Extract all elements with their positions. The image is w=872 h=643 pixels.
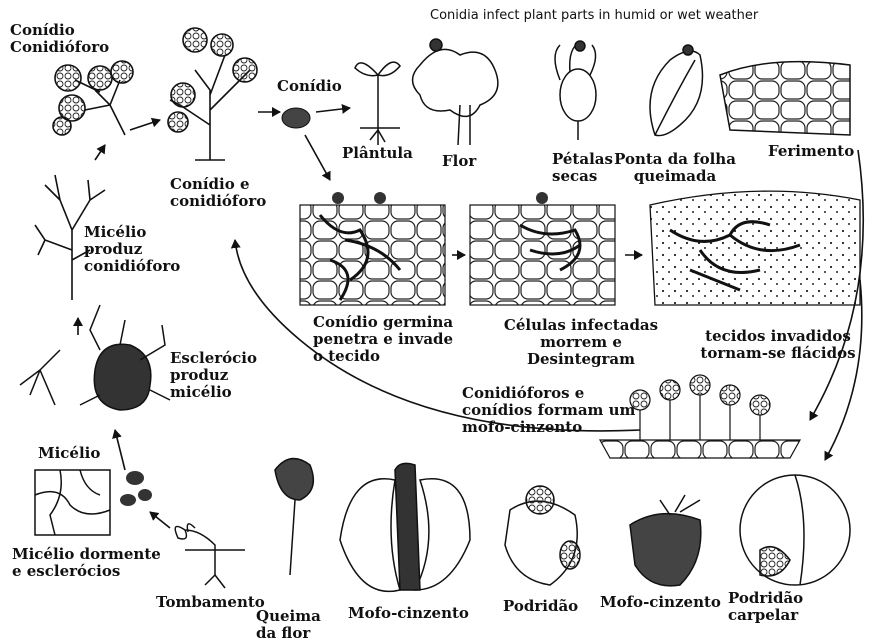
conidiophore-illustration bbox=[53, 61, 133, 135]
label-petalas-secas: Pétalas secas bbox=[552, 151, 613, 185]
arrow-to-fruit bbox=[825, 280, 862, 460]
infection-section-1 bbox=[300, 192, 445, 305]
dry-petals-illustration bbox=[555, 41, 596, 140]
damping-off-illustration bbox=[175, 524, 245, 588]
label-conidioforos-mofo: Conidióforos e conídios formam um mofo-c… bbox=[462, 385, 635, 436]
conidium-illustration bbox=[282, 108, 310, 128]
label-ponta-folha: Ponta da folha queimada bbox=[610, 151, 740, 185]
sclerotia-illustration bbox=[120, 471, 152, 506]
central-conidiophore-illustration bbox=[168, 28, 257, 160]
label-podridao: Podridão bbox=[503, 598, 578, 615]
dormant-mycelium-illustration bbox=[35, 470, 110, 535]
gray-mold-flower-illustration bbox=[340, 463, 470, 591]
arrow-tombamento bbox=[150, 512, 170, 528]
label-flor: Flor bbox=[442, 153, 476, 170]
label-micelio-produz: Micélio produz conidióforo bbox=[84, 224, 180, 275]
label-podridao-carpelar: Podridão carpelar bbox=[728, 590, 872, 624]
label-conidio-germina: Conídio germina penetra e invade o tecid… bbox=[313, 314, 453, 365]
cycle-arrows bbox=[78, 108, 863, 528]
arrow-to-seedling bbox=[316, 108, 350, 112]
label-queima-flor: Queima da flor bbox=[256, 608, 321, 642]
arrow-mycelium-up bbox=[95, 145, 105, 160]
label-tecidos-invadidos: tecidos invadidos tornam-se flácidos bbox=[698, 328, 858, 362]
sclerotium-illustration bbox=[80, 305, 170, 410]
label-micelio: Micélio bbox=[38, 445, 100, 462]
infection-section-3 bbox=[650, 191, 860, 305]
arrow-to-conidiophore bbox=[130, 120, 160, 130]
fruit-rot-illustration bbox=[740, 475, 850, 585]
label-esclerocio-produz: Esclerócio produz micélio bbox=[170, 350, 257, 401]
label-mofo-cinzento-2: Mofo-cinzento bbox=[600, 594, 721, 611]
strawberry-illustration bbox=[630, 495, 701, 586]
arrow-to-section bbox=[305, 135, 330, 180]
infection-section-2 bbox=[470, 192, 615, 305]
arrow-sclerotium-up bbox=[115, 430, 125, 470]
label-conidio: Conídio bbox=[277, 78, 342, 95]
leaf-illustration bbox=[650, 45, 703, 136]
label-micelio-dormente: Micélio dormente e esclerócios bbox=[12, 546, 161, 580]
label-celulas-infectadas: Células infectadas morrem e Desintegram bbox=[486, 317, 676, 368]
rot-bud-illustration bbox=[505, 486, 580, 585]
blighted-flower-illustration bbox=[275, 459, 313, 575]
label-ferimento: Ferimento bbox=[768, 143, 854, 160]
mycelium-strands bbox=[20, 350, 60, 405]
label-tombamento: Tombamento bbox=[156, 594, 265, 611]
header-note: Conidia infect plant parts in humid or w… bbox=[430, 8, 758, 23]
label-plantula: Plântula bbox=[342, 145, 413, 162]
label-mofo-cinzento-1: Mofo-cinzento bbox=[348, 605, 469, 622]
flower-illustration bbox=[413, 39, 498, 145]
wound-tissue-illustration bbox=[720, 62, 850, 135]
label-conidio-e-conidioforo: Conídio e conidióforo bbox=[170, 176, 266, 210]
label-conidio-conidioforo: Conídio Conidióforo bbox=[10, 22, 109, 56]
seedling-illustration bbox=[355, 62, 400, 145]
